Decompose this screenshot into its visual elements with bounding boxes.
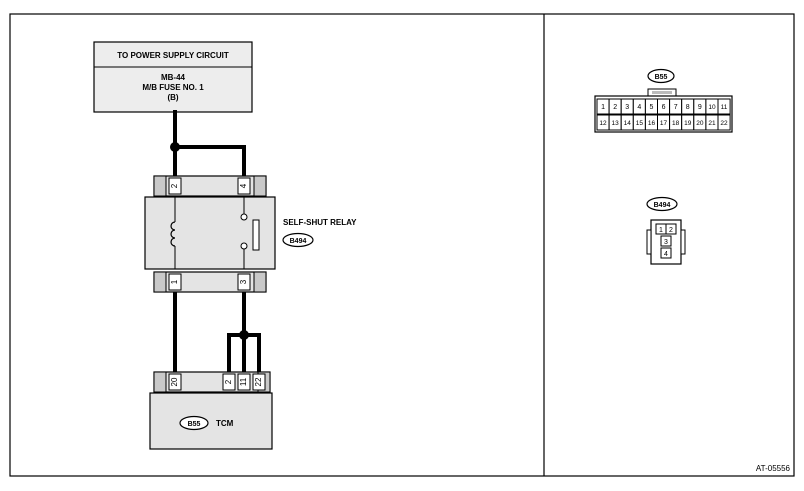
b494-connector-view: B494 1 2 3 4 (646, 196, 686, 265)
b55-pin-14: 14 (624, 120, 632, 127)
b55-pin-22: 22 (720, 120, 728, 127)
b55-bottom-row: 12 13 14 15 16 17 18 19 20 21 22 (596, 114, 731, 131)
tcm-pin-2: 2 (224, 379, 233, 384)
b55-pin-5: 5 (649, 104, 653, 111)
tcm-connector-tag-text: B55 (188, 421, 201, 428)
splice-dot-bottom (239, 330, 249, 340)
b55-top-row: 1 2 3 4 5 6 7 8 9 10 11 (596, 98, 731, 115)
wire-to-tcm2 (227, 333, 246, 374)
splice-dot-top (170, 142, 180, 152)
relay-contact-lower (240, 242, 248, 250)
b55-pin-9: 9 (698, 104, 702, 111)
b55-pin-10: 10 (708, 104, 716, 111)
b494-tag (646, 196, 678, 212)
power-box-line2: M/B FUSE NO. 1 (142, 83, 204, 92)
b55-pin-2: 2 (613, 104, 617, 111)
b55-pin-21: 21 (708, 120, 716, 127)
relay-label: SELF-SHUT RELAY (283, 218, 357, 227)
b55-pin-12: 12 (599, 120, 607, 127)
outer-frame (9, 13, 795, 477)
b494-pin-2: 2 (669, 227, 673, 234)
tcm-body: B55 TCM (149, 392, 273, 450)
power-box-title: TO POWER SUPPLY CIRCUIT (117, 51, 229, 60)
b55-pin-8: 8 (686, 104, 690, 111)
b494-cell-3 (660, 235, 672, 247)
relay-connector-tag: B494 (282, 232, 314, 248)
b55-pin-11: 11 (721, 104, 728, 111)
b55-pin-20: 20 (696, 120, 704, 127)
b494-cell-4 (660, 247, 672, 259)
relay-pin-3: 3 (239, 279, 248, 284)
tcm-label: TCM (216, 419, 234, 428)
b494-pin-1: 1 (659, 227, 663, 234)
b55-pin-18: 18 (672, 120, 680, 127)
b55-pin-19: 19 (684, 120, 692, 127)
figure-id: AT-05556 (756, 464, 791, 473)
b494-pin-4: 4 (664, 251, 668, 258)
b55-pin-15: 15 (636, 120, 644, 127)
tcm-connector-tag (179, 415, 209, 431)
tcm-pin-20: 20 (170, 377, 179, 386)
b494-tag-text: B494 (654, 202, 671, 209)
relay-pin-4: 4 (239, 183, 248, 188)
b494-cell-2 (665, 223, 677, 235)
relay-connector-tag-text: B494 (290, 238, 307, 245)
b55-pin-3: 3 (625, 104, 629, 111)
b55-pin-1: 1 (601, 104, 605, 111)
tcm-connector: 20 2 11 22 (153, 371, 271, 393)
b55-pin-17: 17 (660, 120, 668, 127)
wire-to-tcm22 (242, 333, 261, 374)
relay-pin-2: 2 (170, 183, 179, 188)
power-box-line3: (B) (167, 93, 178, 102)
b55-tag (647, 68, 675, 84)
relay-coil-symbol (170, 221, 176, 247)
b55-pin-13: 13 (612, 120, 620, 127)
power-supply-box: TO POWER SUPPLY CIRCUIT MB-44 M/B FUSE N… (93, 41, 253, 113)
b55-tag-text: B55 (655, 74, 668, 81)
b55-pin-4: 4 (637, 104, 641, 111)
relay-top-connector: 2 4 (153, 175, 267, 197)
wire-pin4-branch (173, 145, 246, 178)
b55-cell-11 (717, 98, 731, 115)
relay-body (144, 196, 276, 270)
tcm-pin-11: 11 (239, 377, 248, 386)
relay-bottom-connector: 1 3 (153, 271, 267, 293)
relay-contact-upper (240, 213, 248, 221)
relay-pin-1: 1 (170, 279, 179, 284)
power-box-line1: MB-44 (161, 73, 186, 82)
tcm-pin-22: 22 (254, 377, 263, 386)
b55-pin-6: 6 (662, 104, 666, 111)
b55-cell-22 (717, 114, 731, 131)
b55-pin-16: 16 (648, 120, 656, 127)
relay-armature (252, 219, 260, 251)
b55-pin-7: 7 (674, 104, 678, 111)
b494-pin-3: 3 (664, 239, 668, 246)
